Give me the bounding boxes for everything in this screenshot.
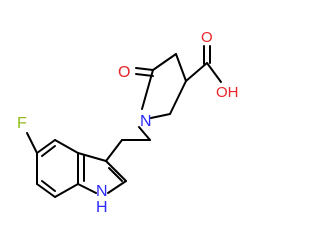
hydroxyl-label: OH [216,84,239,101]
bond-ch2-c3-indole [105,139,123,162]
bond-c2-n-indole [107,180,127,194]
ketone-oxygen-label: O [118,64,130,81]
bond-c3a-c4 [54,139,79,154]
bond-c5-f [26,132,38,154]
bond-c3-c3a [77,152,107,162]
fluorine-label: F [17,115,27,132]
bond-c7-c7a [54,183,79,198]
bond-c3-c2-indole-a [105,160,127,182]
chemical-structure-diagram: F O O OH N N H [17,29,239,216]
bond-c4-c5 [36,139,56,154]
indole-n-label: N [96,183,108,200]
bond-c5-o-ketone-a [135,67,154,71]
bond-c3-c2-indole-b [108,167,123,182]
bond-cooh-oh [206,62,222,83]
bond-c6-c7-inner [41,180,56,192]
bond-n1-ch2 [138,126,151,141]
bond-c2-n1 [150,113,171,119]
bond-c4-c5-inner [41,145,56,157]
bond-c4-c3 [175,53,187,82]
bond-c5-c4 [152,53,177,71]
bond-c3-cooh [185,62,208,82]
bond-n-c7a [77,183,97,194]
bond-c6-c7 [36,183,56,198]
indole-h-label: H [96,199,108,216]
bond-c5-o-ketone-b [135,73,154,77]
bond-c3-c2 [169,80,187,115]
carboxylic-oxygen-label: O [201,29,213,46]
ring-nitrogen-label: N [140,113,152,130]
